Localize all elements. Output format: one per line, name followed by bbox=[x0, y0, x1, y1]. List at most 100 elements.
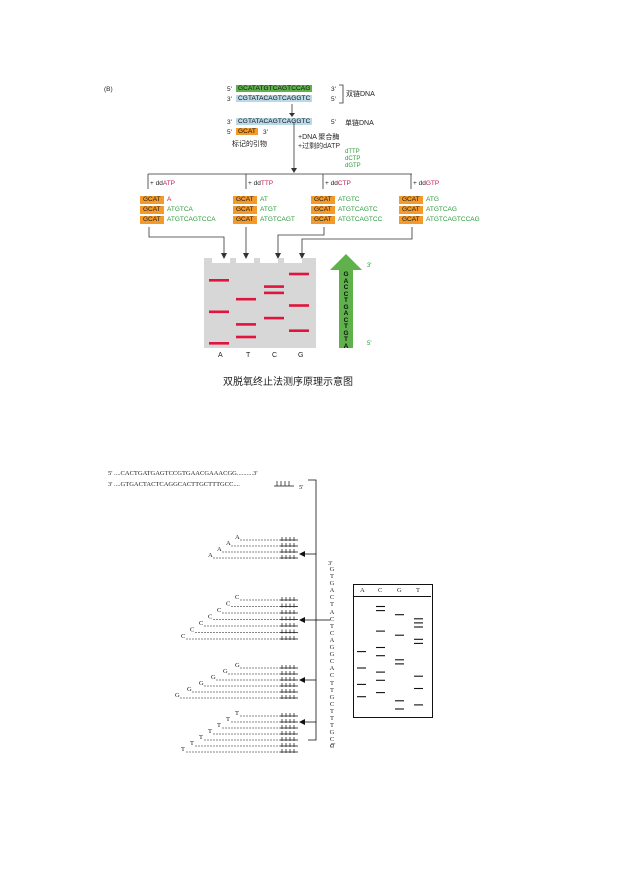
read-base: T bbox=[330, 707, 334, 715]
primer: GCAT bbox=[233, 196, 257, 204]
fragment-ext: A bbox=[167, 196, 172, 203]
read-base: T bbox=[330, 722, 334, 730]
gel-band bbox=[289, 304, 309, 307]
gel-band bbox=[236, 323, 256, 326]
reagent-dgtp: dGTP bbox=[345, 163, 361, 169]
ds-top-strand: GCATATGTCAGTCCAG bbox=[236, 85, 313, 92]
fragment-ext: ATGTCAGTCCAG bbox=[426, 216, 480, 223]
read-base: G bbox=[343, 303, 349, 311]
primer-tick-marks bbox=[274, 481, 294, 487]
fragment-terminal-base: C bbox=[199, 620, 203, 627]
read-base: T bbox=[344, 297, 348, 304]
bw-gel-g: G bbox=[397, 587, 402, 594]
ds-5-label: 5' bbox=[227, 86, 233, 93]
primer: GCAT bbox=[233, 216, 257, 224]
fragment-terminal-base: G bbox=[223, 668, 228, 675]
ds-3-label-b: 3' bbox=[227, 96, 233, 103]
sequencing-gel bbox=[204, 258, 316, 348]
ss-label: 单链DNA bbox=[345, 120, 374, 127]
fragment-ext: ATGTC bbox=[338, 196, 360, 203]
fragment-terminal-base: A bbox=[208, 552, 213, 559]
ds-brace bbox=[339, 84, 344, 104]
read-base: G bbox=[329, 644, 335, 652]
reagent-arrow bbox=[291, 122, 297, 173]
read-base: G bbox=[343, 271, 349, 278]
gel-band bbox=[209, 310, 229, 314]
read-base: C bbox=[329, 658, 335, 666]
read-base: A bbox=[329, 587, 335, 595]
gel-band bbox=[236, 297, 256, 301]
fragment-terminal-base: C bbox=[181, 633, 185, 640]
read-base: T bbox=[330, 714, 334, 722]
bw-gel bbox=[353, 584, 433, 718]
primer: GCAT bbox=[399, 206, 423, 214]
fragment-terminal-base: T bbox=[208, 728, 212, 735]
bw-gel-c: C bbox=[378, 587, 383, 594]
bracket-line bbox=[308, 479, 317, 741]
read-base: C bbox=[329, 594, 335, 602]
arrow-head-icon bbox=[299, 551, 305, 557]
gel-band bbox=[264, 316, 284, 320]
panel-label: (B) bbox=[104, 86, 113, 93]
fragment-ext: ATGTCAG bbox=[426, 206, 457, 213]
ss-5-label: 5' bbox=[331, 119, 337, 126]
primer: GCAT bbox=[311, 196, 335, 204]
gel-lane-g: G bbox=[298, 352, 304, 359]
gel-band bbox=[209, 279, 229, 282]
fragment-terminal-base: G bbox=[199, 680, 204, 687]
ds-bottom-strand: CGTATACAGTCAGGTC bbox=[236, 95, 313, 102]
read-base: A bbox=[343, 310, 349, 317]
ddttp-label: + ddTTP bbox=[248, 180, 274, 187]
fragment-terminal-base: T bbox=[226, 716, 230, 723]
read-base: G bbox=[329, 693, 335, 701]
read-base: C bbox=[329, 672, 335, 680]
read-base: C bbox=[343, 316, 349, 324]
primer: GCAT bbox=[311, 206, 335, 214]
top-strand-3: 3' bbox=[253, 470, 258, 477]
read-base: A bbox=[343, 277, 349, 285]
reagent-dttp: dTTP bbox=[345, 149, 360, 155]
gel-lane-c: C bbox=[272, 352, 278, 359]
fragment-ext: ATGTCAGTCC bbox=[338, 216, 383, 223]
primer: GCAT bbox=[140, 206, 164, 214]
gel-band bbox=[264, 285, 284, 288]
reagent-dctp: dCTP bbox=[345, 156, 361, 162]
gel-bands bbox=[209, 272, 309, 345]
ds-label: 双链DNA bbox=[346, 91, 375, 98]
ddgtp-label: + ddGTP bbox=[413, 180, 440, 187]
fragment-terminal-base: C bbox=[208, 614, 212, 621]
fragment-terminal-base: G bbox=[175, 692, 180, 699]
bottom-strand-seq: GTGACTACTCAGGCACTTGCTTTGCC bbox=[120, 481, 234, 488]
figure-caption: 双脱氧终止法测序原理示意图 bbox=[223, 377, 353, 388]
read-base: G bbox=[343, 329, 349, 337]
fragment-terminal-base: G bbox=[235, 662, 240, 669]
gel-band bbox=[289, 272, 309, 276]
ss-strand: CGTATACAGTCAGGTC bbox=[236, 118, 313, 125]
arrow-head-icon bbox=[299, 617, 305, 623]
gel-band bbox=[264, 291, 284, 295]
fragment-terminal-base: G bbox=[187, 686, 192, 693]
fragment-terminal-base: T bbox=[181, 746, 185, 753]
arrow-head-icon bbox=[299, 719, 305, 725]
read-base: T bbox=[330, 601, 334, 609]
primer: GCAT bbox=[399, 216, 423, 224]
read-base: C bbox=[329, 743, 335, 751]
fragment-terminal-base: T bbox=[190, 740, 194, 747]
primer-3-label: 3' bbox=[263, 129, 269, 136]
branch-lines bbox=[147, 173, 412, 189]
read-base: T bbox=[330, 686, 334, 694]
fragment-terminal-base: G bbox=[211, 674, 216, 681]
top-strand-row: 5' ....CACTGATGAGTCCGTGAACGAAACGG.......… bbox=[108, 470, 258, 477]
reagent-polymerase: +DNA 聚合酶 bbox=[298, 134, 340, 141]
read-base: T bbox=[330, 573, 334, 581]
fragment-ext: AT bbox=[260, 196, 268, 203]
read-base: C bbox=[329, 700, 335, 708]
read-base: C bbox=[329, 615, 335, 623]
fragment-terminal-base: T bbox=[217, 722, 221, 729]
read-base: G bbox=[329, 651, 335, 659]
bw-gel-a: A bbox=[360, 587, 365, 594]
primer: GCAT bbox=[311, 216, 335, 224]
read-base: T bbox=[344, 336, 348, 343]
